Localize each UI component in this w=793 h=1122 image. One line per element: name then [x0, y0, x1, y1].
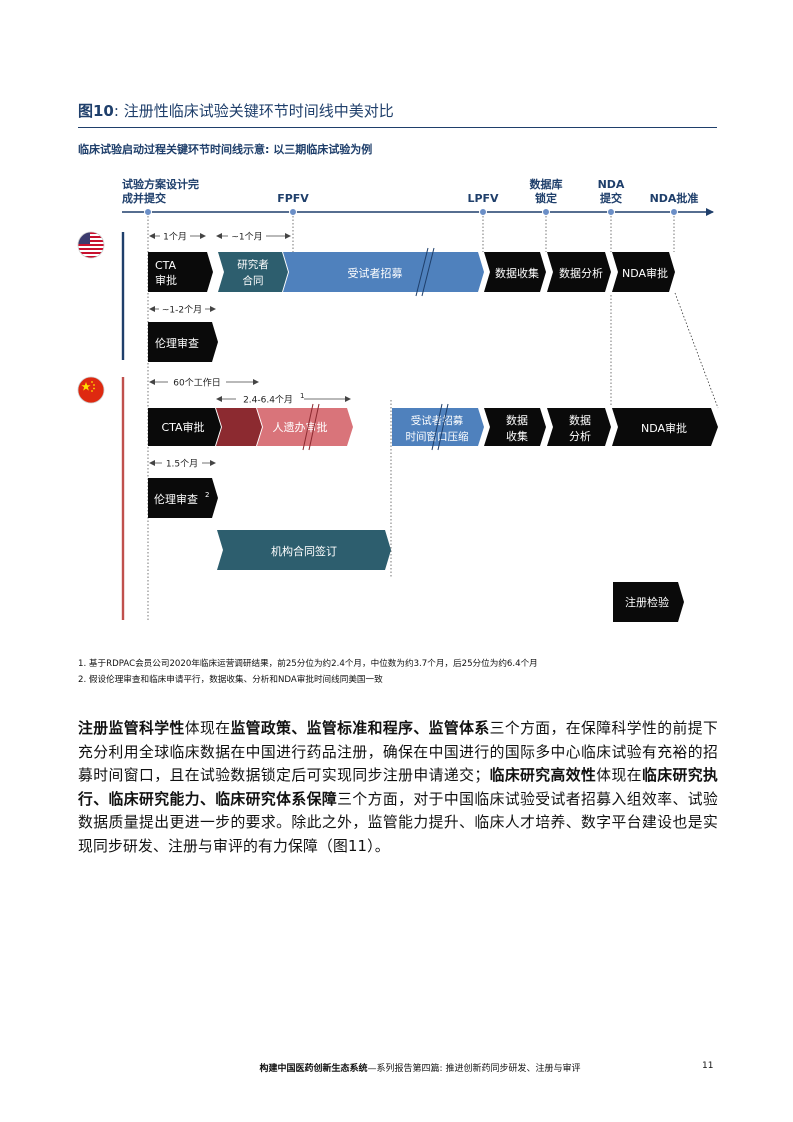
figure-notes: 1. 基于RDPAC会员公司2020年临床运营调研结果，前25分位为约2.4个月… [78, 656, 538, 688]
cn-ethics-duration: 1.5个月 [166, 459, 198, 470]
cn-genetic-break-mark [302, 403, 320, 451]
cn-institution-contract-label: 机构合同签订 [271, 544, 337, 558]
milestone-protocol-dot [144, 208, 152, 216]
body-paragraph: 注册监管科学性体现在监管政策、监管标准和程序、监管体系三个方面，在保障科学性的前… [78, 717, 718, 859]
body-strong-7: 临床研究执行、临床研究能力、临床研究体系保障 [78, 767, 718, 808]
body-text-2: 体现在 [184, 720, 231, 737]
us-data-analysis-block [547, 252, 611, 292]
cn-recruit-label-2: 时间窗口压缩 [406, 430, 469, 443]
us-contract-label-2: 合同 [243, 274, 264, 287]
timeline-diagram: 试验方案设计完 成并提交 FPFV LPFV 数据库 锁定 NDA 提交 NDA… [77, 177, 719, 622]
milestone-lpfv-label: LPFV [467, 192, 499, 205]
us-contract-duration: ~1个月 [231, 232, 262, 243]
milestone-nda-submit-label-2: 提交 [600, 191, 622, 205]
cn-data-collection-block [484, 408, 546, 446]
cn-genetic-overlap-block [216, 408, 262, 446]
body-text-4: 三个方面，在保障科学性的前提下充分利用全球临床数据在中国进行药品注册，确保在中国… [78, 720, 718, 785]
cn-institution-contract-block [217, 530, 391, 570]
milestone-lpfv-dot [479, 208, 487, 216]
us-investigator-contract-block [218, 252, 288, 292]
milestone-protocol-label: 试验方案设计完 [122, 177, 199, 191]
cn-flag-icon [77, 376, 105, 404]
cn-recruit-break-mark [431, 403, 449, 451]
cn-genetic-label: 人遗办审批 [273, 420, 328, 434]
us-cta-approval-block [148, 252, 213, 292]
milestone-nda-approval-label: NDA批准 [650, 191, 699, 205]
nda-comparison-connectors [674, 292, 719, 409]
cn-ethics-review-block [148, 478, 218, 518]
us-contract-label: 研究者 [237, 258, 269, 271]
cn-registration-inspection-label: 注册检验 [625, 595, 669, 609]
milestone-dbl-label: 数据库 [530, 177, 563, 191]
body-text-8: 三个方面，对于中国临床试验受试者招募入组效率、试验数据质量提出更进一步的要求。除… [78, 790, 718, 855]
cn-cta-label: CTA审批 [161, 420, 204, 434]
cn-cta-approval-block [148, 408, 221, 446]
figure-caption: : 注册性临床试验关键环节时间线中美对比 [113, 102, 394, 120]
cn-analysis-label: 数据 [569, 413, 591, 427]
milestone-fpfv-label: FPFV [277, 192, 309, 205]
milestone-dbl-dot [542, 208, 550, 216]
cn-ethics-footnote-ref: 2 [205, 491, 209, 499]
us-ethics-duration: ~1-2个月 [162, 305, 202, 316]
milestone-nda-submit-label: NDA [598, 178, 625, 191]
us-data-analysis-label: 数据分析 [559, 266, 603, 280]
us-cta-label-2: 审批 [155, 273, 177, 287]
us-data-collection-block [484, 252, 546, 292]
note-2: 2. 假设伦理审查和临床申请平行，数据收集、分析和NDA审批时间线同美国一致 [78, 675, 383, 685]
us-nda-review-label: NDA审批 [622, 266, 668, 280]
us-cta-label: CTA [155, 259, 177, 272]
milestone-nda-approval-dot [670, 208, 678, 216]
cn-nda-review-label: NDA审批 [641, 421, 687, 435]
body-strong-1: 注册监管科学性 [78, 720, 185, 737]
figure-title: 图10: 注册性临床试验关键环节时间线中美对比 [78, 100, 718, 121]
figure-title-rule [78, 127, 717, 128]
us-ethics-review-block [148, 322, 218, 362]
body-strong-3: 监管政策、监管标准和程序、监管体系 [230, 720, 490, 737]
us-cta-duration: 1个月 [163, 232, 187, 243]
us-patient-recruitment-block [283, 252, 484, 292]
milestone-dbl-label-2: 锁定 [535, 191, 557, 205]
page-number: 11 [702, 1061, 714, 1071]
us-data-collection-label: 数据收集 [495, 266, 539, 280]
footer-title-rest: —系列报告第四篇: 推进创新药同步研发、注册与审评 [367, 1064, 581, 1074]
us-recruit-break-mark [415, 247, 435, 297]
cn-genetic-footnote-ref: 1 [300, 392, 304, 400]
us-nda-review-block [612, 252, 675, 292]
cn-nda-review-block [612, 408, 718, 446]
body-strong-5: 临床研究高效性 [489, 767, 597, 785]
body-text-6: 体现在 [596, 767, 643, 785]
cn-cta-duration: 60个工作日 [173, 377, 220, 389]
figure-number: 图10 [78, 102, 114, 120]
cn-analysis-label-2: 分析 [569, 429, 591, 443]
note-1: 1. 基于RDPAC会员公司2020年临床运营调研结果，前25分位为约2.4个月… [78, 659, 538, 669]
cn-ethics-label: 伦理审查 [154, 492, 198, 506]
figure-subtitle: 临床试验启动过程关键环节时间线示意: 以三期临床试验为例 [78, 143, 373, 156]
cn-recruitment-compressed-block [392, 408, 484, 446]
us-ethics-label: 伦理审查 [155, 336, 199, 350]
us-flag-icon [77, 231, 105, 259]
cn-registration-inspection-block [613, 582, 684, 622]
cn-recruit-label: 受试者招募 [411, 414, 464, 427]
page-footer: 构建中国医药创新生态系统—系列报告第四篇: 推进创新药同步研发、注册与审评 [200, 1061, 640, 1074]
milestone-fpfv-dot [289, 208, 297, 216]
cn-data-analysis-block [547, 408, 611, 446]
cn-collect-label-2: 收集 [506, 429, 528, 443]
cn-genetic-approval-block [257, 408, 353, 446]
cn-genetic-duration: 2.4-6.4个月 [243, 395, 293, 406]
milestone-protocol-label-2: 成并提交 [122, 191, 166, 205]
cn-collect-label: 数据 [506, 413, 528, 427]
milestone-nda-submit-dot [607, 208, 615, 216]
footer-title-bold: 构建中国医药创新生态系统 [259, 1064, 368, 1074]
us-recruit-label: 受试者招募 [348, 266, 403, 280]
